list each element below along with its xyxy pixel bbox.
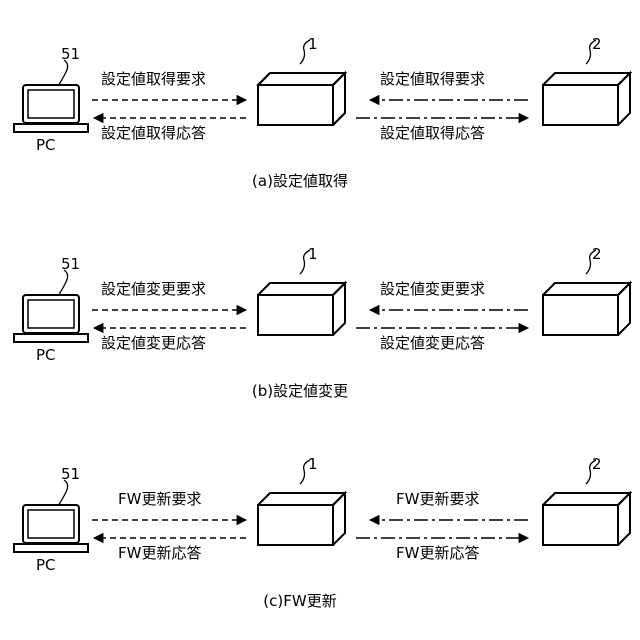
device-2-ref-number: 2 — [592, 455, 602, 473]
panel-caption: (c)FW更新 — [0, 592, 600, 610]
right-response-label: 設定値変更応答 — [380, 334, 485, 352]
panel-caption: (b)設定値変更 — [0, 382, 600, 400]
left-request-label: 設定値変更要求 — [101, 280, 206, 298]
device-1-box — [258, 250, 345, 335]
panel-a-graphics — [0, 0, 640, 200]
pc-laptop-icon — [14, 480, 88, 552]
left-response-label: 設定値変更応答 — [101, 334, 206, 352]
panel-c-graphics — [0, 420, 640, 620]
pc-laptop-icon — [14, 60, 88, 132]
pc-label: PC — [36, 556, 56, 574]
device-2-box — [543, 40, 630, 125]
pc-ref-number: 51 — [61, 255, 80, 273]
panel-b-graphics — [0, 210, 640, 410]
device-2-box — [543, 460, 630, 545]
pc-label: PC — [36, 346, 56, 364]
left-response-label: 設定値取得応答 — [101, 124, 206, 142]
panel-b: 51 PC 1 2 設定値変更要求 設定値変更応答 設定値変更要求 設定値変更応… — [0, 210, 640, 410]
right-response-label: FW更新応答 — [396, 544, 479, 562]
left-request-label: FW更新要求 — [118, 490, 201, 508]
panel-caption: (a)設定値取得 — [0, 172, 600, 190]
device-1-ref-number: 1 — [308, 455, 318, 473]
device-1-ref-number: 1 — [308, 245, 318, 263]
panel-c: 51 PC 1 2 FW更新要求 FW更新応答 FW更新要求 FW更新応答 (c… — [0, 420, 640, 620]
pc-laptop-icon — [14, 270, 88, 342]
pc-label: PC — [36, 136, 56, 154]
pc-ref-number: 51 — [61, 465, 80, 483]
device-2-ref-number: 2 — [592, 35, 602, 53]
right-request-label: FW更新要求 — [396, 490, 479, 508]
device-1-box — [258, 460, 345, 545]
device-1-ref-number: 1 — [308, 35, 318, 53]
device-2-box — [543, 250, 630, 335]
right-response-label: 設定値取得応答 — [380, 124, 485, 142]
right-request-label: 設定値変更要求 — [380, 280, 485, 298]
device-1-box — [258, 40, 345, 125]
panel-a: 51 PC 1 2 設定値取得要求 設定値取得応答 設定値取得要求 設定値取得応… — [0, 0, 640, 200]
device-2-ref-number: 2 — [592, 245, 602, 263]
right-request-label: 設定値取得要求 — [380, 70, 485, 88]
left-request-label: 設定値取得要求 — [101, 70, 206, 88]
pc-ref-number: 51 — [61, 45, 80, 63]
left-response-label: FW更新応答 — [118, 544, 201, 562]
